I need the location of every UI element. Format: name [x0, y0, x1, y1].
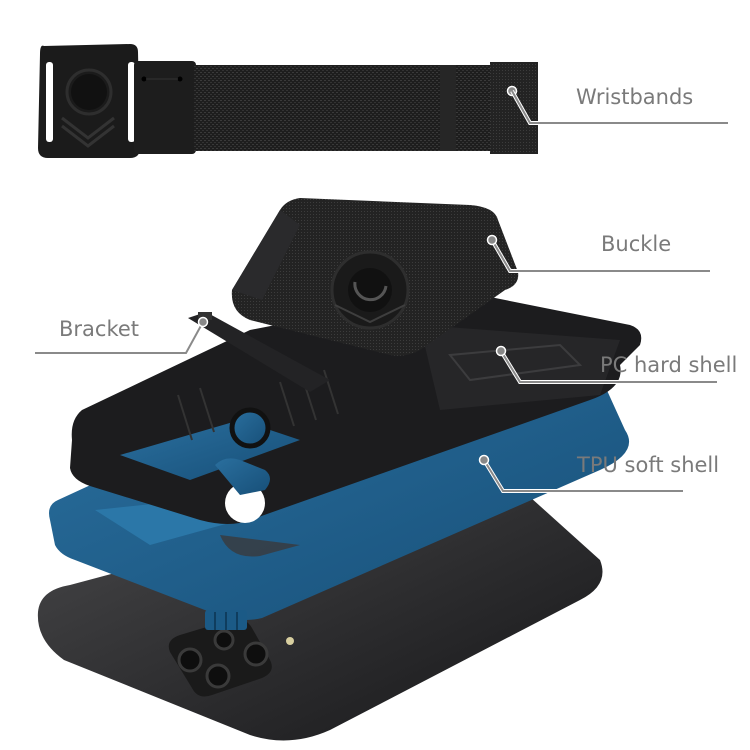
label-bracket: Bracket	[59, 317, 140, 341]
buckle-graphic	[231, 198, 519, 356]
label-pc-hard-shell: PC hard shell	[600, 353, 738, 377]
phone-graphic	[37, 470, 603, 741]
wristband-graphic	[38, 44, 728, 158]
bracket-graphic	[188, 312, 330, 392]
callout-lines	[35, 234, 717, 493]
label-buckle: Buckle	[601, 232, 672, 256]
label-tpu-soft-shell: TPU soft shell	[577, 453, 720, 477]
label-wristbands: Wristbands	[576, 85, 694, 109]
